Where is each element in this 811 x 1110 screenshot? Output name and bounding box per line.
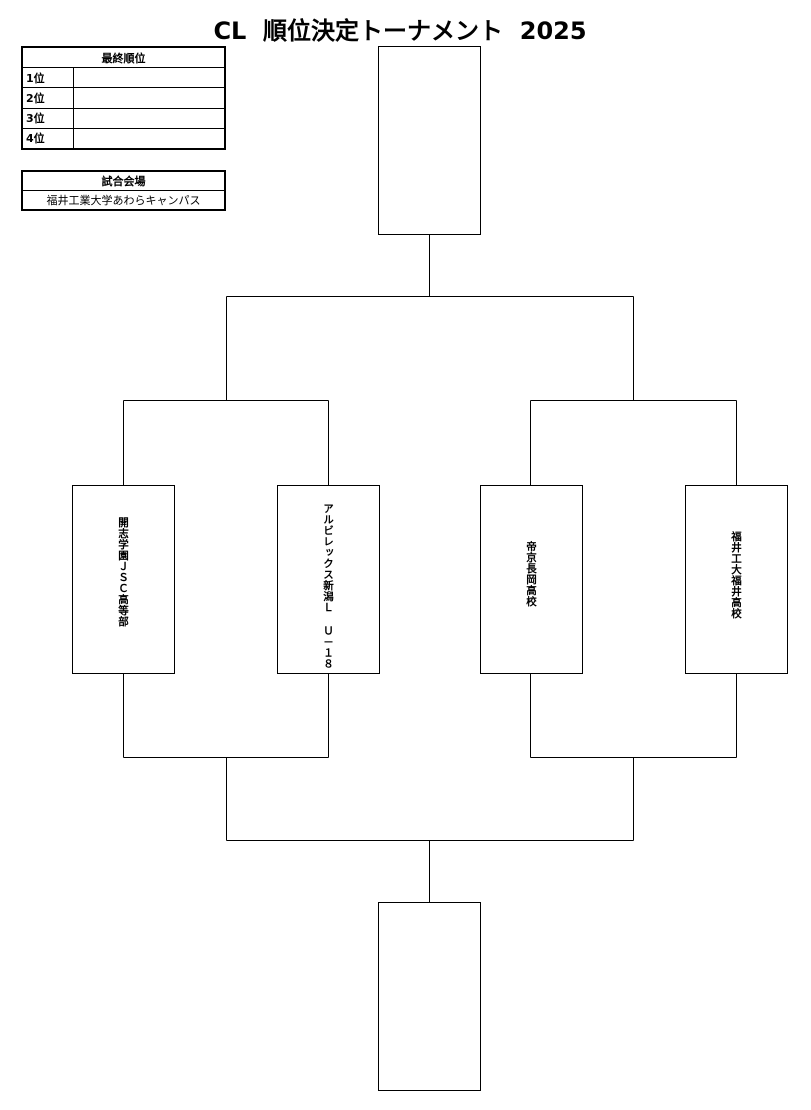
venue-table: 試合会場 福井工業大学あわらキャンパス: [21, 170, 226, 211]
winner-slot-box[interactable]: [378, 46, 481, 235]
team-name: 帝京長岡高校: [525, 541, 537, 607]
rank-value-cell[interactable]: [73, 127, 226, 150]
rank-label: 1位: [21, 67, 74, 89]
team-name: 福井工大福井高校: [730, 531, 742, 619]
team-name: 開志学園ＪＳＣ高等部: [117, 517, 129, 627]
team-slot-2: アルビレックス新潟Ｌ Ｕ－１８: [277, 485, 379, 673]
rank-label: 3位: [21, 107, 74, 129]
team-box: [277, 485, 380, 674]
table-row: 3位: [21, 107, 226, 129]
team-box: [72, 485, 175, 674]
final-ranking-table: 最終順位 1位 2位 3位 4位: [21, 46, 226, 150]
rank-value-cell[interactable]: [73, 107, 226, 129]
venue-name: 福井工業大学あわらキャンパス: [21, 190, 226, 211]
team-slot-4: 福井工大福井高校: [685, 485, 787, 673]
team-slot-3: 帝京長岡高校: [480, 485, 582, 673]
team-slot-1: 開志学園ＪＳＣ高等部: [72, 485, 174, 673]
table-row: 2位: [21, 87, 226, 109]
team-box: [480, 485, 583, 674]
page-title: CL 順位決定トーナメント 2025: [213, 17, 587, 45]
third-place-slot-box[interactable]: [378, 902, 481, 1091]
team-box: [685, 485, 788, 674]
rank-label: 2位: [21, 87, 74, 109]
table-row: 4位: [21, 127, 226, 150]
team-name: アルビレックス新潟Ｌ Ｕ－１８: [322, 503, 334, 670]
rank-label: 4位: [21, 127, 74, 150]
